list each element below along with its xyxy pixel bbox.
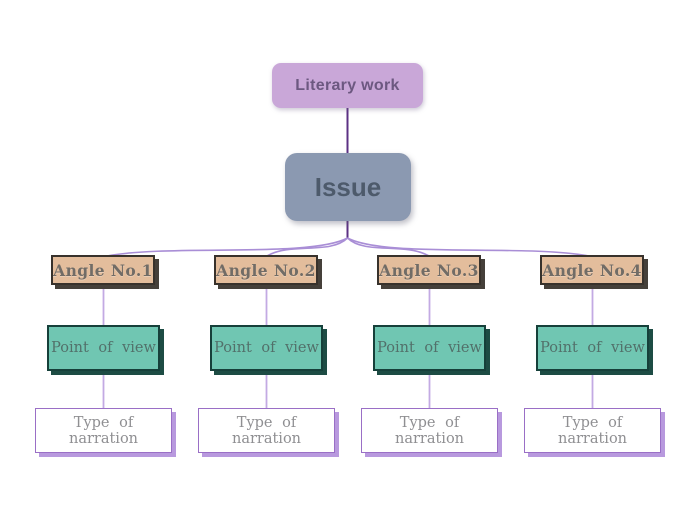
node-type-of-narration-1-label: Type of narration	[68, 414, 139, 447]
node-literary-work-label: Literary work	[295, 76, 400, 94]
connector-branch-angle-2	[266, 237, 349, 257]
node-point-of-view-4-label: Point of view	[540, 340, 645, 356]
connector-branch-angle-3	[346, 237, 430, 257]
node-type-of-narration-2-label: Type of narration	[231, 414, 302, 447]
node-issue[interactable]: Issue	[285, 153, 411, 221]
connector-branch-angle-4	[347, 237, 590, 257]
node-angle-1[interactable]: Angle No.1	[51, 255, 155, 285]
node-angle-1-label: Angle No.1	[53, 260, 153, 280]
node-type-of-narration-2[interactable]: Type of narration	[198, 408, 335, 453]
node-angle-3-label: Angle No.3	[379, 260, 479, 280]
node-type-of-narration-4[interactable]: Type of narration	[524, 408, 661, 453]
node-angle-3[interactable]: Angle No.3	[377, 255, 481, 285]
node-type-of-narration-4-label: Type of narration	[557, 414, 628, 447]
node-angle-4[interactable]: Angle No.4	[540, 255, 644, 285]
connector-branch-angle-1	[106, 237, 348, 257]
node-type-of-narration-3[interactable]: Type of narration	[361, 408, 498, 453]
node-point-of-view-3-label: Point of view	[377, 340, 482, 356]
node-angle-4-label: Angle No.4	[542, 260, 642, 280]
node-angle-2[interactable]: Angle No.2	[214, 255, 318, 285]
node-literary-work[interactable]: Literary work	[272, 63, 423, 108]
node-point-of-view-4[interactable]: Point of view	[536, 325, 649, 371]
node-type-of-narration-3-label: Type of narration	[394, 414, 465, 447]
node-type-of-narration-1[interactable]: Type of narration	[35, 408, 172, 453]
node-angle-2-label: Angle No.2	[216, 260, 316, 280]
node-point-of-view-3[interactable]: Point of view	[373, 325, 486, 371]
node-point-of-view-1-label: Point of view	[51, 340, 156, 356]
node-issue-label: Issue	[314, 171, 382, 202]
node-point-of-view-2[interactable]: Point of view	[210, 325, 323, 371]
node-point-of-view-2-label: Point of view	[214, 340, 319, 356]
node-point-of-view-1[interactable]: Point of view	[47, 325, 160, 371]
